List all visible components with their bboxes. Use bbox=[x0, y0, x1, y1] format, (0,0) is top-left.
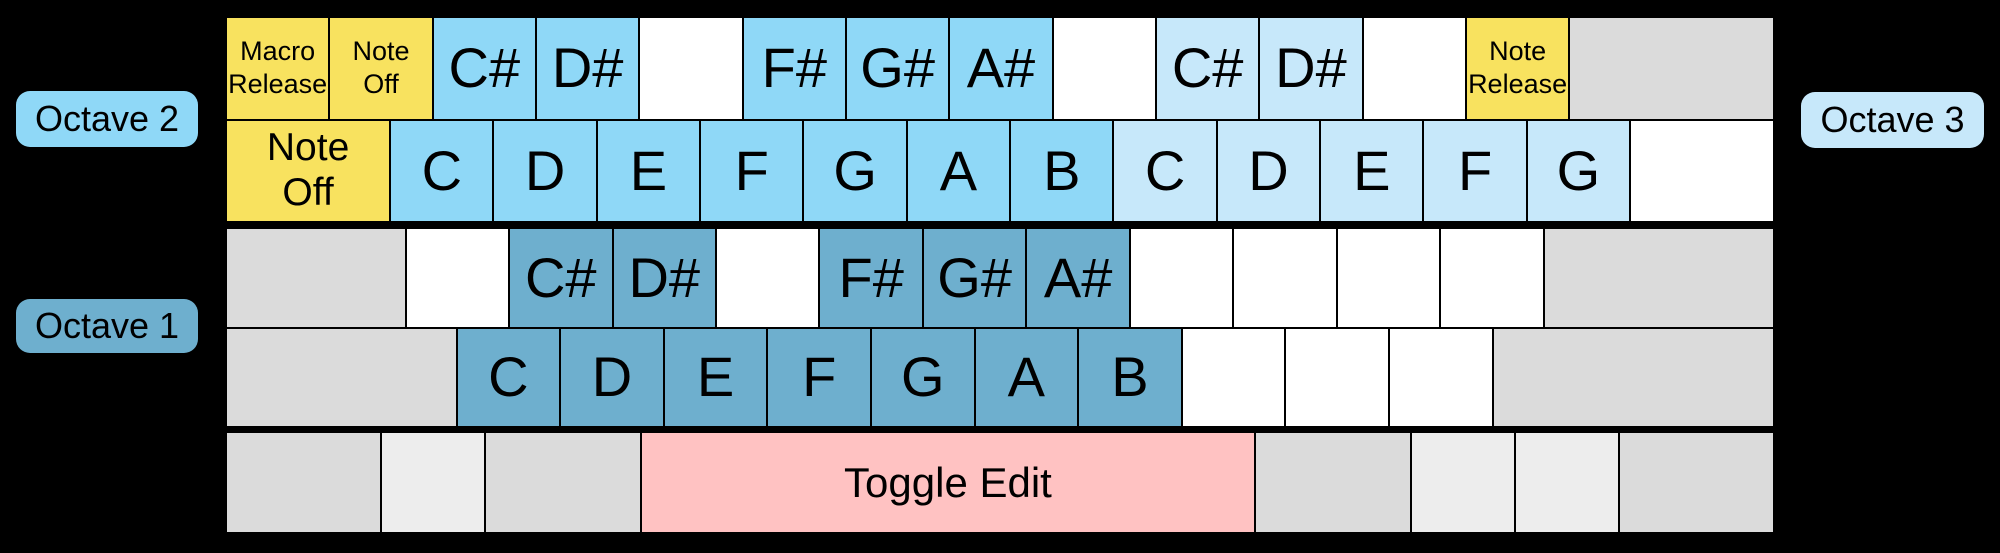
key-toggle-edit: Toggle Edit bbox=[640, 432, 1256, 533]
octave-1-label: Octave 1 bbox=[16, 299, 198, 353]
key-g-sharp: G# bbox=[922, 228, 1027, 328]
key-b: B bbox=[1078, 327, 1182, 427]
key-d: D bbox=[493, 119, 597, 222]
key-blank bbox=[1336, 228, 1441, 328]
key-blank bbox=[485, 432, 641, 533]
key-blank bbox=[1285, 327, 1389, 427]
octave-2-label: Octave 2 bbox=[16, 91, 198, 147]
key-blank bbox=[1569, 17, 1774, 120]
key-a-sharp: A# bbox=[949, 17, 1053, 120]
key-blank bbox=[381, 432, 486, 533]
key-f: F bbox=[1423, 119, 1527, 222]
key-f: F bbox=[767, 327, 871, 427]
keyboard-row-3-1: Toggle Edit bbox=[226, 432, 1775, 533]
key-blank bbox=[1410, 432, 1515, 533]
key-blank bbox=[639, 17, 743, 120]
key-blank bbox=[1362, 17, 1466, 120]
key-blank bbox=[226, 432, 382, 533]
key-f-sharp: F# bbox=[819, 228, 923, 328]
key-blank bbox=[1492, 327, 1774, 427]
key-g: G bbox=[1526, 119, 1631, 222]
key-blank bbox=[1618, 432, 1775, 533]
key-c: C bbox=[456, 327, 561, 427]
key-blank bbox=[1514, 432, 1619, 533]
key-blank bbox=[226, 228, 406, 328]
key-e: E bbox=[596, 119, 701, 222]
key-c: C bbox=[390, 119, 494, 222]
key-c-sharp: C# bbox=[432, 17, 536, 120]
key-blank bbox=[1440, 228, 1544, 328]
key-e: E bbox=[1320, 119, 1424, 222]
octave-3-label: Octave 3 bbox=[1801, 92, 1984, 148]
key-blank bbox=[1129, 228, 1234, 328]
key-blank bbox=[715, 228, 820, 328]
key-b: B bbox=[1010, 119, 1114, 222]
key-blank bbox=[405, 228, 510, 328]
key-a-sharp: A# bbox=[1026, 228, 1130, 328]
key-f: F bbox=[700, 119, 804, 222]
key-d: D bbox=[1216, 119, 1321, 222]
key-a: A bbox=[974, 327, 1079, 427]
key-f-sharp: F# bbox=[742, 17, 846, 120]
key-c-sharp: C# bbox=[1155, 17, 1260, 120]
key-g-sharp: G# bbox=[845, 17, 950, 120]
key-blank bbox=[226, 327, 457, 427]
key-d: D bbox=[560, 327, 664, 427]
key-blank bbox=[1255, 432, 1411, 533]
key-blank bbox=[1630, 119, 1774, 222]
key-blank bbox=[1052, 17, 1156, 120]
keyboard-row-2-1: C#D# F#G#A# bbox=[226, 228, 1775, 328]
key-blank bbox=[1233, 228, 1337, 328]
key-d-sharp: D# bbox=[535, 17, 640, 120]
key-g: G bbox=[803, 119, 907, 222]
key-e: E bbox=[663, 327, 768, 427]
key-blank bbox=[1543, 228, 1775, 328]
key-c-sharp: C# bbox=[509, 228, 613, 328]
key-c: C bbox=[1113, 119, 1217, 222]
key-d-sharp: D# bbox=[612, 228, 716, 328]
key-d-sharp: D# bbox=[1259, 17, 1363, 120]
key-a: A bbox=[906, 119, 1011, 222]
key-blank bbox=[1388, 327, 1493, 427]
key-g: G bbox=[870, 327, 975, 427]
key-blank bbox=[1181, 327, 1286, 427]
keyboard-block-3: Toggle Edit bbox=[225, 431, 1775, 534]
